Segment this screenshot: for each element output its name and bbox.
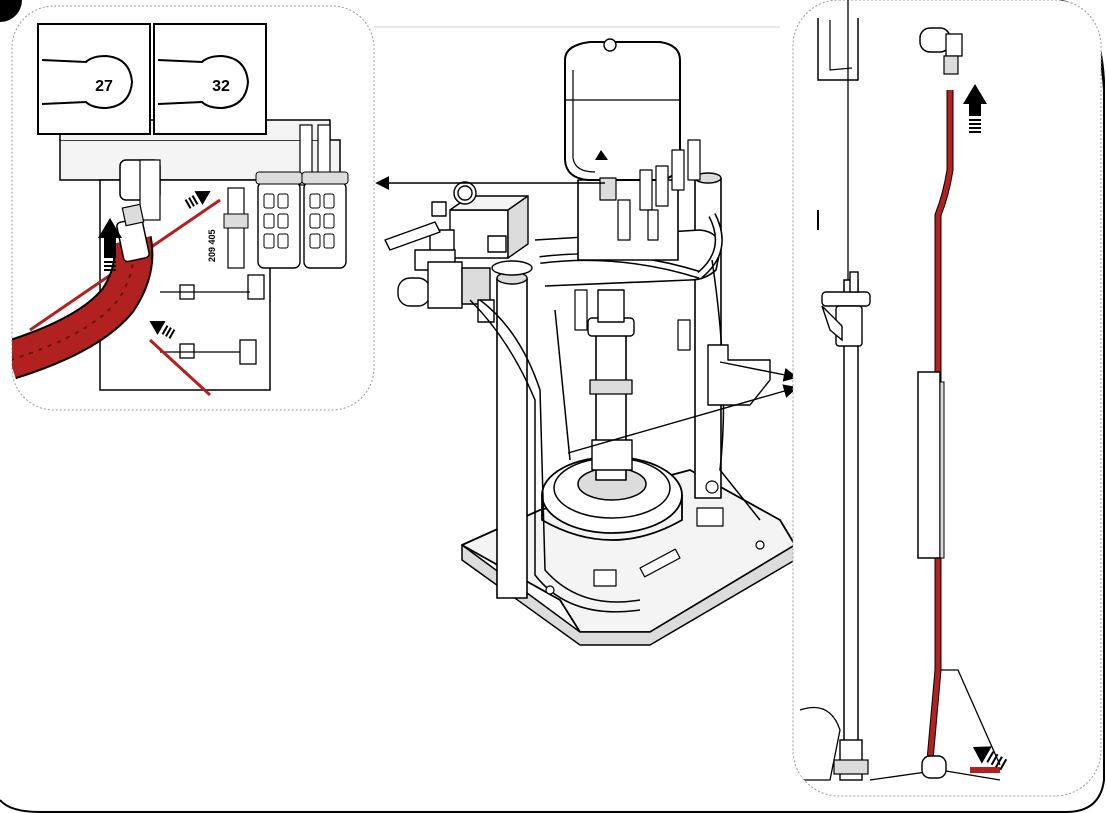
right-detail-panel [792, 0, 1102, 797]
pump-assembly [384, 38, 796, 646]
leader-arrows [375, 176, 798, 454]
wrench-32-icon: 32 [153, 23, 267, 135]
up-arrow-icon [963, 84, 987, 133]
dashed-arrow-icon [972, 746, 1008, 771]
filter-part-number: 209 405 [207, 229, 217, 262]
wrench-27-icon: 27 [37, 23, 151, 135]
dashed-arrow-icon [149, 321, 176, 339]
wrench-27-label: 27 [95, 78, 113, 95]
filter-mufflers [255, 171, 349, 269]
dashed-arrow-icon [184, 191, 211, 209]
step-badge [0, 0, 22, 22]
up-arrow-icon [98, 218, 122, 271]
rod-clamp [821, 271, 871, 347]
air-regulator [384, 181, 529, 323]
left-detail-panel: 209 405 [11, 5, 375, 411]
wrench-32-label: 32 [212, 78, 230, 95]
